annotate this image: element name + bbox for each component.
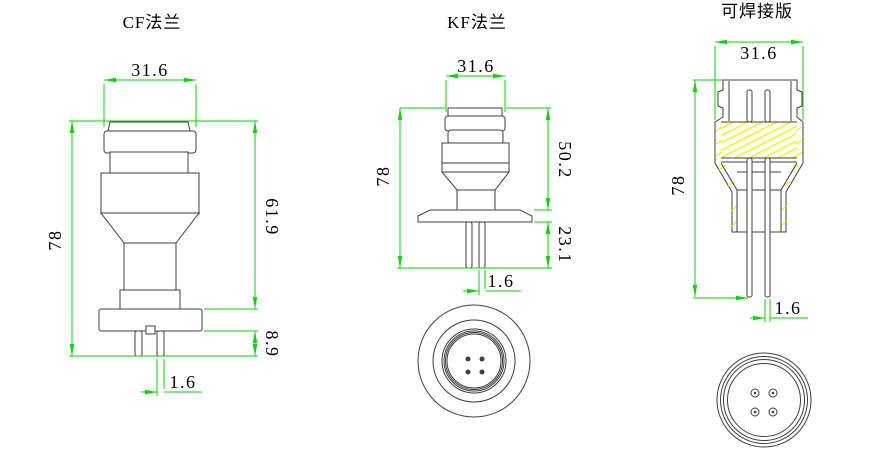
pin-dot — [465, 356, 471, 362]
dim-pin-protrusion-label: 23.1 — [555, 226, 575, 264]
circle — [443, 330, 505, 392]
weldable-bottom-view — [716, 352, 812, 448]
wall-hatch-tick — [715, 139, 723, 145]
dim-width-label: 31.6 — [131, 60, 169, 80]
weldable-part-outline — [714, 79, 804, 298]
wall-hatch-tick — [727, 180, 736, 187]
pin-hole — [750, 407, 760, 417]
wall-hatch-tick — [718, 164, 727, 171]
weldable-dimensions: 31.6 78 1.6 — [668, 39, 808, 322]
upper-body — [100, 172, 200, 215]
kf-bottom-view — [417, 304, 531, 418]
ring — [447, 129, 504, 145]
taper-inner — [720, 162, 738, 191]
dim-width-label: 31.6 — [457, 56, 495, 76]
pin-dot — [771, 391, 775, 395]
pin-dot — [753, 410, 757, 414]
flange-circle — [716, 352, 812, 448]
pin-dot — [771, 410, 775, 414]
cone — [99, 212, 201, 244]
cone — [440, 171, 511, 191]
cf-flange-view: CF法兰 31.6 78 61.9 — [45, 13, 282, 396]
neck — [109, 151, 189, 175]
circle — [720, 356, 808, 444]
view-title: KF法兰 — [447, 13, 507, 32]
view-title: CF法兰 — [123, 13, 182, 32]
pin-hole — [768, 407, 778, 417]
circle — [446, 333, 502, 389]
weld-hatch-area — [721, 122, 797, 158]
dim-pin-diameter-label: 1.6 — [488, 271, 515, 291]
dim-total-height-label: 78 — [373, 166, 393, 187]
flange-plate — [417, 209, 533, 223]
stem — [456, 189, 496, 212]
view-title: 可焊接版 — [721, 2, 793, 21]
pin-dot — [479, 369, 485, 375]
dim-upper-height-label: 61.9 — [262, 198, 282, 236]
pin-dot — [753, 391, 757, 395]
lower-body — [123, 242, 177, 291]
cf-dimensions: 31.6 78 61.9 8.9 1.6 — [45, 60, 282, 396]
circle — [432, 319, 516, 403]
wall-hatch-tick — [731, 220, 738, 227]
circle — [723, 359, 805, 441]
wall-hatch-tick — [731, 205, 738, 212]
pin — [764, 157, 771, 298]
wall-hatch-tick — [780, 205, 787, 212]
weldable-view: 可焊接版 — [668, 2, 812, 448]
circle — [727, 363, 801, 437]
wall-hatch-tick — [795, 139, 803, 145]
pin — [465, 221, 473, 269]
kf-flange-view: KF法兰 31.6 78 50.2 — [373, 13, 575, 418]
wall-hatch-tick — [780, 220, 787, 227]
cf-part-outline — [98, 121, 203, 357]
pin — [478, 221, 486, 269]
pin-hole — [768, 388, 778, 398]
pin-dot — [465, 369, 471, 375]
dim-upper-height-label: 50.2 — [555, 141, 575, 179]
circle — [445, 332, 503, 390]
dim-width-label: 31.6 — [740, 43, 778, 63]
kf-dimensions: 31.6 78 50.2 23.1 1.6 — [373, 56, 575, 295]
taper-inner — [780, 162, 798, 191]
wall-hatch-tick — [715, 126, 723, 132]
dim-pin-diameter-label: 1.6 — [170, 372, 197, 392]
pin-dot — [479, 356, 485, 362]
pin — [746, 89, 753, 123]
circle — [441, 328, 507, 394]
pin — [746, 157, 753, 298]
dim-pin-protrusion-label: 8.9 — [262, 331, 282, 358]
pin — [764, 89, 771, 123]
nut-ring — [103, 130, 197, 154]
kf-part-outline — [417, 107, 533, 269]
dim-total-height-label: 78 — [45, 230, 65, 251]
nut-ring — [444, 115, 506, 132]
pin — [156, 330, 165, 357]
key-notch — [145, 325, 156, 335]
dim-pin-diameter-label: 1.6 — [775, 298, 802, 318]
pin-hole — [750, 388, 760, 398]
wall-hatch-tick — [715, 151, 723, 157]
wall-hatch-tick — [795, 126, 803, 132]
flange-circle — [417, 304, 531, 418]
step — [119, 289, 181, 311]
upper-body — [441, 142, 510, 173]
dim-total-height-label: 78 — [668, 175, 688, 196]
cap — [107, 121, 191, 132]
wall-hatch-tick — [795, 151, 803, 157]
pin — [134, 330, 143, 357]
